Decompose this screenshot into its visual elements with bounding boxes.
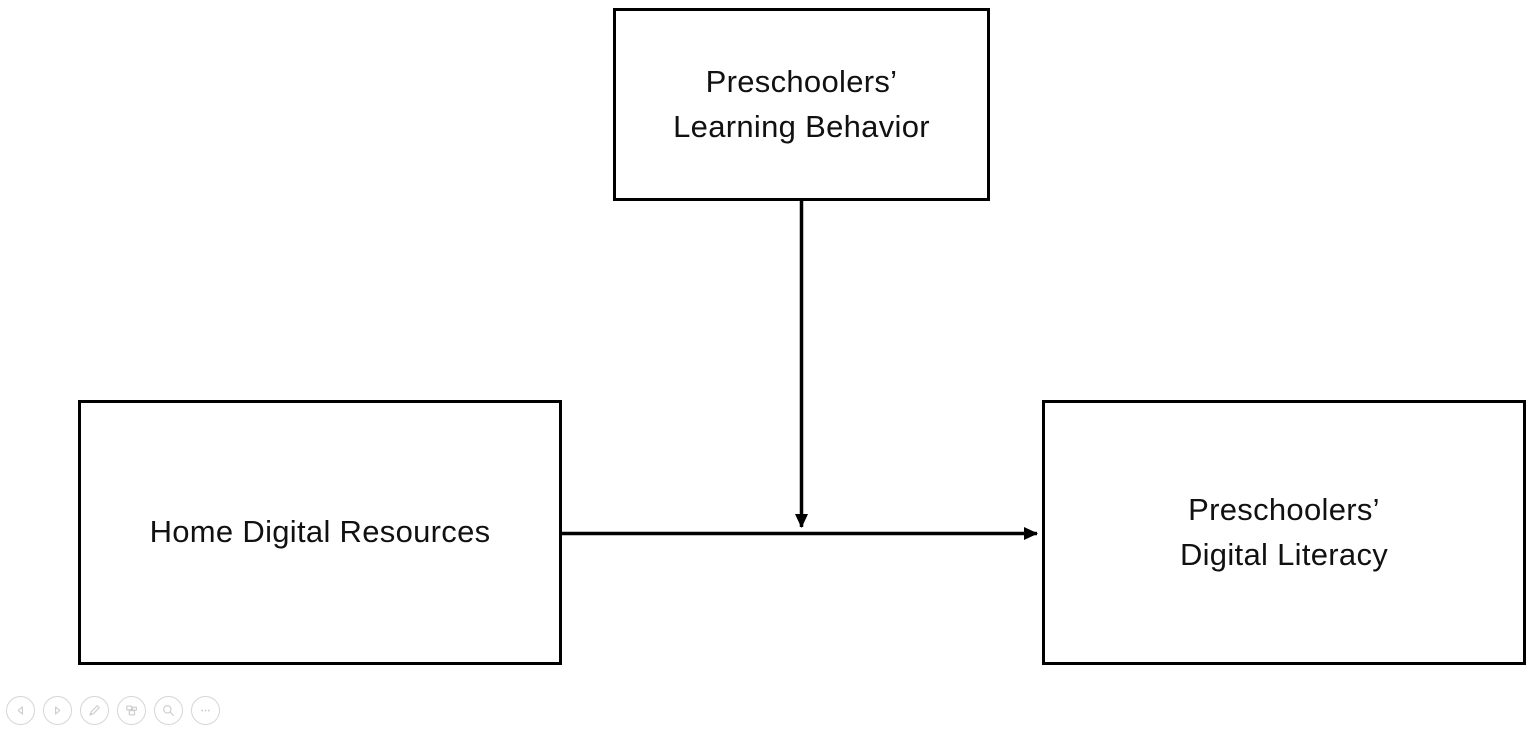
node-preschoolers-digital-literacy: Preschoolers’ Digital Literacy	[1042, 400, 1526, 665]
pen-button[interactable]	[80, 696, 109, 725]
magnifier-icon	[161, 703, 176, 718]
node-preschoolers-learning-behavior: Preschoolers’ Learning Behavior	[613, 8, 990, 201]
more-options-button[interactable]	[191, 696, 220, 725]
node-label: Home Digital Resources	[149, 514, 491, 550]
triangle-right-icon	[50, 703, 65, 718]
node-label: Preschoolers’ Digital Literacy	[1179, 491, 1389, 572]
presenter-toolbar	[6, 696, 220, 725]
ellipsis-icon	[198, 703, 213, 718]
next-slide-button[interactable]	[43, 696, 72, 725]
node-home-digital-resources: Home Digital Resources	[78, 400, 562, 665]
see-all-slides-button[interactable]	[117, 696, 146, 725]
slides-grid-icon	[124, 703, 139, 718]
pen-icon	[87, 703, 102, 718]
previous-slide-button[interactable]	[6, 696, 35, 725]
triangle-left-icon	[13, 703, 28, 718]
zoom-button[interactable]	[154, 696, 183, 725]
node-label: Preschoolers’ Learning Behavior	[673, 63, 930, 144]
